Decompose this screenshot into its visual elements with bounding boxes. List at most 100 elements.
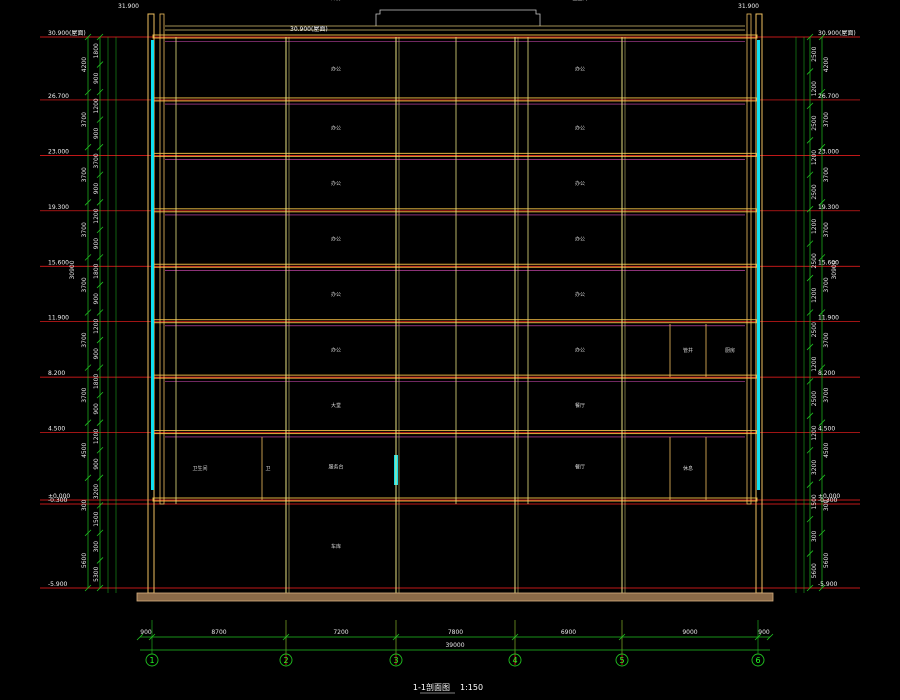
left-dim-inner-tick bbox=[96, 419, 104, 426]
room-label: 休息 bbox=[683, 465, 693, 472]
roof-label: 30.900(屋面) bbox=[290, 26, 328, 33]
right-dim-outer-tick bbox=[818, 584, 826, 592]
level-label-right: 4.500 bbox=[818, 426, 835, 433]
right-dim-inner-tick bbox=[806, 309, 814, 316]
left-dim-inner-text: 1200 bbox=[93, 208, 100, 223]
left-dim-inner-text: 1200 bbox=[93, 429, 100, 444]
right-dim-inner-tick bbox=[806, 481, 814, 488]
left-dim-outer-text: 3700 bbox=[81, 387, 88, 402]
level-label-left: 26.700 bbox=[48, 93, 69, 100]
left-dim-inner-tick bbox=[96, 474, 104, 482]
right-dim-inner-tick bbox=[806, 274, 814, 282]
right-dim-outer-tick bbox=[818, 254, 826, 261]
left-dim-inner-text: 1500 bbox=[93, 511, 100, 526]
left-dim-inner-text: 1800 bbox=[93, 374, 100, 389]
bay-dim-text: 8700 bbox=[211, 629, 226, 636]
left-dim-inner-text: 900 bbox=[93, 403, 100, 415]
level-label-left: 4.500 bbox=[48, 426, 65, 433]
right-dim-inner-tick bbox=[806, 343, 814, 351]
left-dim-inner-text: 900 bbox=[93, 348, 100, 360]
left-dim-outer-text: 4200 bbox=[81, 57, 88, 72]
axis-number: 1 bbox=[149, 656, 154, 665]
left-dim-inner-tick bbox=[96, 391, 104, 399]
left-dim-inner-tick bbox=[96, 199, 104, 206]
left-dim-inner-text: 900 bbox=[93, 128, 100, 140]
bay-dim-text: 900 bbox=[140, 629, 152, 636]
left-dim-inner-text: 900 bbox=[93, 293, 100, 305]
floor-slab bbox=[152, 34, 758, 39]
right-dim-inner-text: 1200 bbox=[811, 287, 818, 302]
right-dim-outer-text: 300 bbox=[823, 499, 830, 511]
left-dim-outer-tick bbox=[84, 584, 92, 592]
axis-number: 6 bbox=[755, 656, 760, 665]
level-label-right: 15.600 bbox=[818, 259, 839, 266]
right-dim-inner-tick bbox=[806, 584, 814, 592]
room-label: 办公 bbox=[331, 65, 341, 72]
axis-number: 5 bbox=[619, 656, 624, 665]
left-dim-inner-text: 3200 bbox=[93, 484, 100, 499]
left-dim-inner-tick bbox=[96, 529, 104, 537]
level-label-left: 19.300 bbox=[48, 204, 69, 211]
right-dim-inner-text: 1200 bbox=[811, 150, 818, 165]
room-label: 办公 bbox=[331, 291, 341, 298]
room-label: 管井 bbox=[683, 347, 693, 354]
left-dim-inner-tick bbox=[96, 88, 104, 96]
right-dim-outer-text: 3700 bbox=[823, 222, 830, 237]
left-total-text: 30900 bbox=[69, 260, 76, 279]
level-label-right: -0.300 bbox=[818, 497, 838, 504]
axis-bubble bbox=[279, 653, 293, 667]
axis-bubble bbox=[751, 653, 765, 667]
bay-dim-text: 900 bbox=[758, 629, 770, 636]
axis-number: 2 bbox=[283, 656, 288, 665]
left-dim-outer-text: 5600 bbox=[81, 553, 88, 568]
left-dim-outer-text: 300 bbox=[81, 499, 88, 511]
right-dim-inner-text: 1200 bbox=[811, 356, 818, 371]
left-dim-outer-text: 3700 bbox=[81, 112, 88, 127]
right-dim-inner-text: 1200 bbox=[811, 425, 818, 440]
left-dim-outer-tick bbox=[84, 254, 92, 261]
level-label-right: -5.900 bbox=[818, 581, 838, 588]
left-dim-inner-tick bbox=[96, 336, 104, 344]
level-lines bbox=[40, 36, 860, 589]
left-dim-inner-text: 1800 bbox=[93, 43, 100, 58]
right-dim-inner-text: 2500 bbox=[811, 322, 818, 337]
left-dim-inner-tick bbox=[96, 584, 104, 592]
right-dim-inner-text: 5600 bbox=[811, 563, 818, 578]
left-dim-inner-text: 1200 bbox=[93, 318, 100, 333]
right-dim-outer-tick bbox=[818, 529, 826, 537]
axis-bubble bbox=[615, 653, 629, 667]
right-dim-outer-text: 3700 bbox=[823, 277, 830, 292]
right-dim-inner-text: 1200 bbox=[811, 219, 818, 234]
left-dim-inner-tick bbox=[96, 502, 104, 509]
right-dim-outer-tick bbox=[818, 199, 826, 206]
right-dim-inner-text: 300 bbox=[811, 530, 818, 542]
left-dim-inner-tick bbox=[96, 446, 104, 454]
left-dim-inner-tick bbox=[96, 33, 104, 41]
left-dim-outer-tick bbox=[84, 33, 92, 41]
left-dim-inner-tick bbox=[96, 309, 104, 316]
right-dim-inner-text: 1200 bbox=[811, 81, 818, 96]
right-dim-outer-text: 3700 bbox=[823, 112, 830, 127]
right-dim-outer-text: 5600 bbox=[823, 553, 830, 568]
level-label-right: 19.300 bbox=[818, 204, 839, 211]
left-dim-inner-tick bbox=[96, 557, 104, 564]
level-label-left: ±0.000 bbox=[48, 493, 70, 500]
left-dim-inner-text: 900 bbox=[93, 458, 100, 470]
right-dim-outer-text: 3700 bbox=[823, 387, 830, 402]
left-dim-outer-tick bbox=[84, 309, 92, 316]
axis-number: 3 bbox=[393, 656, 398, 665]
left-dim-inner-tick bbox=[96, 254, 104, 261]
left-dim-outer-text: 3700 bbox=[81, 277, 88, 292]
right-curtain-wall bbox=[757, 40, 760, 490]
left-dim-inner-tick bbox=[96, 281, 104, 289]
left-dim-outer-tick bbox=[84, 143, 92, 151]
left-dim-outer-tick bbox=[84, 88, 92, 96]
right-dim-outer-text: 4200 bbox=[823, 57, 830, 72]
roof-structure bbox=[165, 9, 745, 31]
left-dim-outer-tick bbox=[84, 364, 92, 371]
left-dim-inner-tick bbox=[96, 226, 104, 234]
right-dim-inner-tick bbox=[806, 205, 814, 213]
room-label: 卫生间 bbox=[192, 465, 207, 472]
right-dim-inner-text: 3200 bbox=[811, 460, 818, 475]
